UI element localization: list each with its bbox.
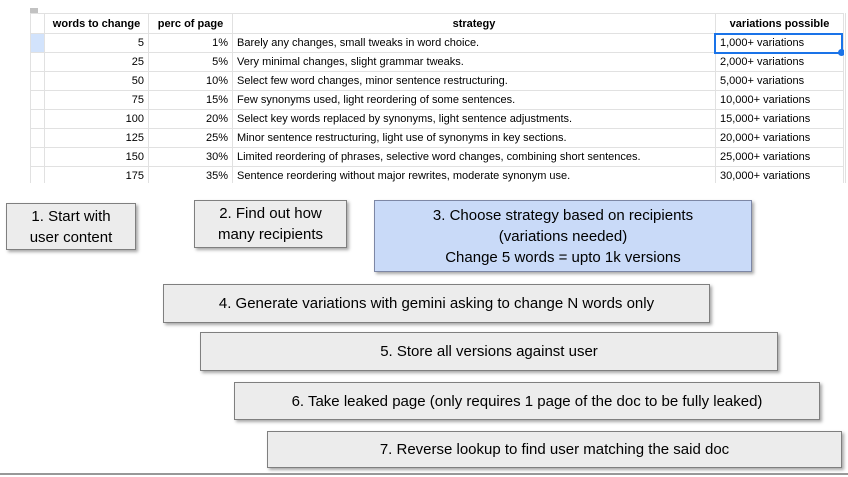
cell-variations-possible[interactable]: 30,000+ variations <box>715 166 844 183</box>
cell-words-to-change[interactable]: 5 <box>44 33 149 53</box>
row-header-cell[interactable] <box>30 71 45 91</box>
cell-variations-possible[interactable]: 15,000+ variations <box>715 109 844 129</box>
row-header-cell[interactable] <box>30 147 45 167</box>
cell-perc-of-page[interactable]: 30% <box>148 147 233 167</box>
flow-step-3-box[interactable]: 3. Choose strategy based on recipients (… <box>374 200 752 272</box>
cell-words-to-change[interactable]: 125 <box>44 128 149 148</box>
column-header-perc-of-page[interactable]: perc of page <box>148 13 233 34</box>
flow-step-6-box[interactable]: 6. Take leaked page (only requires 1 pag… <box>234 382 820 420</box>
cell-perc-of-page[interactable]: 10% <box>148 71 233 91</box>
active-cell-selection <box>714 33 844 56</box>
column-header-rownum[interactable] <box>30 13 45 34</box>
cell-strategy[interactable]: Select few word changes, minor sentence … <box>232 71 716 91</box>
cell-words-to-change[interactable]: 175 <box>44 166 149 183</box>
header-row: words to change perc of page strategy va… <box>30 13 844 34</box>
sheet-corner-chip <box>30 8 38 13</box>
cell-words-to-change[interactable]: 25 <box>44 52 149 72</box>
row-header-cell[interactable] <box>30 128 45 148</box>
column-header-strategy[interactable]: strategy <box>232 13 716 34</box>
cell-perc-of-page[interactable]: 35% <box>148 166 233 183</box>
flow-step-2-box[interactable]: 2. Find out how many recipients <box>194 200 347 248</box>
cell-strategy[interactable]: Barely any changes, small tweaks in word… <box>232 33 716 53</box>
flow-step-5-box[interactable]: 5. Store all versions against user <box>200 332 778 371</box>
flow-step-1-box[interactable]: 1. Start with user content <box>6 203 136 250</box>
row-header-cell[interactable] <box>30 166 45 183</box>
flow-step-7-box[interactable]: 7. Reverse lookup to find user matching … <box>267 431 842 468</box>
fill-handle[interactable] <box>838 49 844 56</box>
cell-perc-of-page[interactable]: 25% <box>148 128 233 148</box>
cell-words-to-change[interactable]: 100 <box>44 109 149 129</box>
cell-strategy[interactable]: Sentence reordering without major rewrit… <box>232 166 716 183</box>
cell-perc-of-page[interactable]: 20% <box>148 109 233 129</box>
cell-strategy[interactable]: Very minimal changes, slight grammar twe… <box>232 52 716 72</box>
cell-variations-possible[interactable]: 10,000+ variations <box>715 90 844 110</box>
bottom-divider-line <box>0 473 848 475</box>
cell-variations-possible[interactable]: 2,000+ variations <box>715 52 844 72</box>
cell-variations-possible[interactable]: 20,000+ variations <box>715 128 844 148</box>
cell-variations-possible[interactable]: 25,000+ variations <box>715 147 844 167</box>
cell-perc-of-page[interactable]: 5% <box>148 52 233 72</box>
column-header-words-to-change[interactable]: words to change <box>44 13 149 34</box>
row-header-cell[interactable] <box>30 109 45 129</box>
cell-words-to-change[interactable]: 50 <box>44 71 149 91</box>
cell-variations-possible[interactable]: 5,000+ variations <box>715 71 844 91</box>
sheet-edge-gridline <box>845 13 846 183</box>
row-header-cell[interactable] <box>30 90 45 110</box>
spreadsheet-table: words to change perc of page strategy va… <box>30 13 844 183</box>
cell-perc-of-page[interactable]: 15% <box>148 90 233 110</box>
column-header-variations-possible[interactable]: variations possible <box>715 13 844 34</box>
row-header-cell[interactable] <box>30 52 45 72</box>
flow-step-4-box[interactable]: 4. Generate variations with gemini askin… <box>163 284 710 323</box>
row-header-cell[interactable] <box>30 33 45 53</box>
cell-strategy[interactable]: Few synonyms used, light reordering of s… <box>232 90 716 110</box>
cell-words-to-change[interactable]: 75 <box>44 90 149 110</box>
cell-strategy[interactable]: Limited reordering of phrases, selective… <box>232 147 716 167</box>
cell-strategy[interactable]: Minor sentence restructuring, light use … <box>232 128 716 148</box>
cell-strategy[interactable]: Select key words replaced by synonyms, l… <box>232 109 716 129</box>
spreadsheet: words to change perc of page strategy va… <box>30 13 844 183</box>
cell-words-to-change[interactable]: 150 <box>44 147 149 167</box>
cell-perc-of-page[interactable]: 1% <box>148 33 233 53</box>
